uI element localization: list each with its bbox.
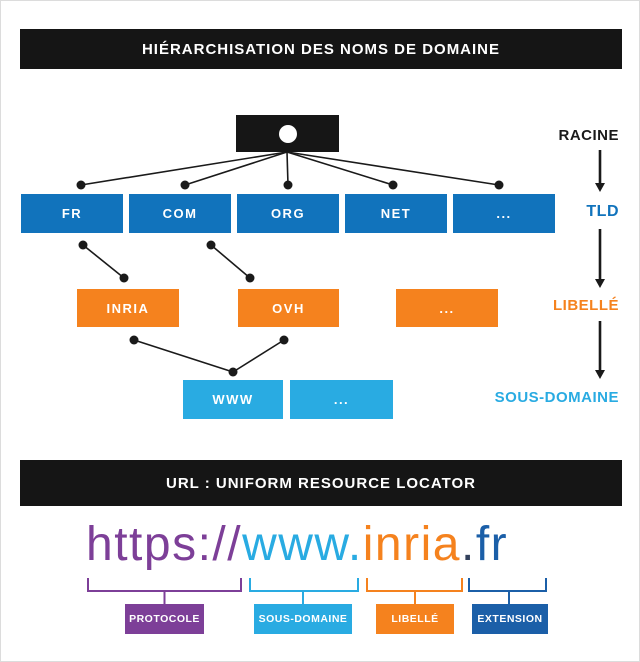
section-title-url-text: URL : UNIFORM RESOURCE LOCATOR — [166, 474, 476, 492]
section-title-url: URL : UNIFORM RESOURCE LOCATOR — [20, 460, 622, 506]
subdomain-box-www: WWW — [183, 380, 283, 419]
url-protocol-segment: https:// — [86, 518, 243, 571]
dns-root-node — [236, 115, 339, 152]
label-box-ellipsis: ... — [396, 289, 498, 327]
url-text: https://www.inria.fr — [86, 518, 509, 572]
section-title-dns-hierarchy: HIÉRARCHISATION DES NOMS DE DOMAINE — [20, 29, 622, 69]
tld-box-org: ORG — [237, 194, 339, 233]
root-to-tld-lines — [80, 151, 500, 186]
subdomain-node-dots — [129, 335, 289, 377]
section-title-dns-hierarchy-text: HIÉRARCHISATION DES NOMS DE DOMAINE — [141, 40, 501, 58]
url-extension-segment: fr — [475, 518, 509, 571]
root-dot-icon — [278, 124, 297, 143]
side-label-tld: TLD — [586, 203, 619, 220]
tld-to-label-lines — [82, 244, 251, 279]
label-box-inria: INRIA — [77, 289, 179, 327]
label-node-dots — [78, 240, 255, 283]
extension-bracket — [468, 578, 547, 604]
subdomain-box-ellipsis: ... — [290, 380, 393, 419]
label-to-subdomain-lines — [133, 339, 285, 373]
url-label-sous-domaine: SOUS-DOMAINE — [254, 604, 352, 634]
side-label-libelle: LIBELLÉ — [553, 297, 619, 314]
label-box-ovh: OVH — [238, 289, 339, 327]
side-arrow-icons — [595, 150, 605, 379]
url-label-extension: EXTENSION — [472, 604, 548, 634]
side-label-racine: RACINE — [558, 127, 619, 144]
side-label-sous-domaine: SOUS-DOMAINE — [494, 389, 619, 406]
url-subdomain-segment: www. — [242, 518, 363, 571]
tld-box-ellipsis: ... — [453, 194, 555, 233]
label-bracket — [366, 578, 463, 604]
tld-box-fr: FR — [21, 194, 123, 233]
url-label-protocole: PROTOCOLE — [125, 604, 204, 634]
tld-box-com: COM — [129, 194, 231, 233]
url-label-libelle: LIBELLÉ — [376, 604, 454, 634]
tld-node-dots — [76, 180, 504, 190]
url-dot-separator: . — [460, 518, 476, 571]
url-label-segment: inria — [362, 518, 461, 571]
tld-box-net: NET — [345, 194, 447, 233]
url-bracket-shapes — [87, 578, 547, 604]
protocol-bracket — [87, 578, 242, 604]
subdomain-bracket — [249, 578, 359, 604]
